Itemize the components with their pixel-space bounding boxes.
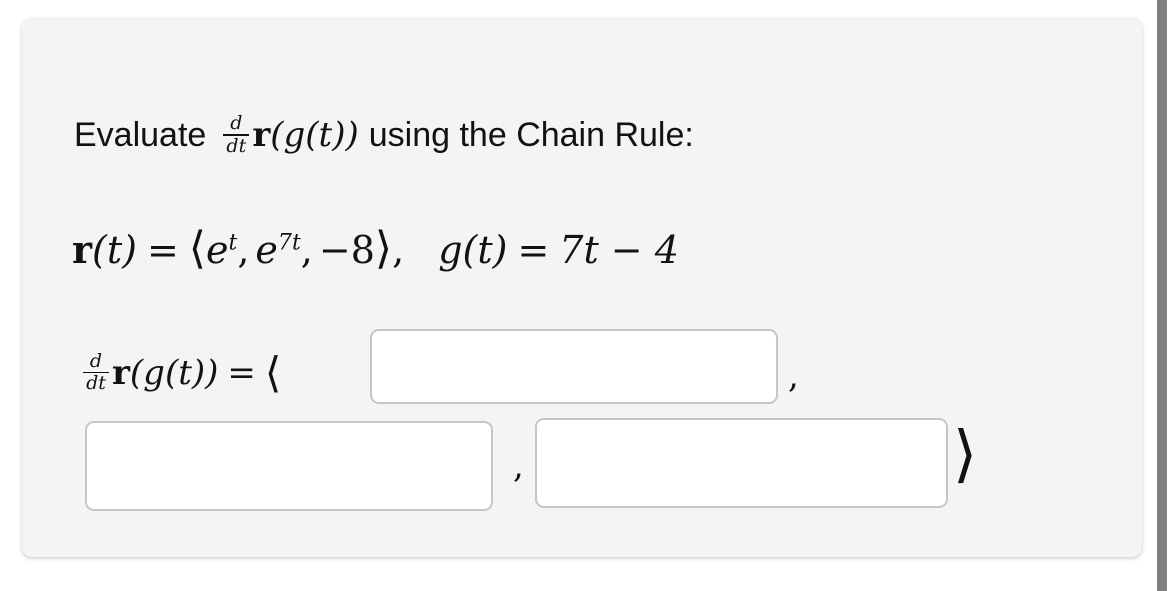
component-base: e [205,228,229,272]
vector-component-3: −8 [318,228,375,272]
vector-symbol-r: r [72,227,93,272]
derivative-operator-answer: d dt [83,349,109,395]
prompt-lead-word: Evaluate [74,115,207,154]
answer-expression: r(g(t)) [112,353,218,393]
definition-separator-comma: , [392,228,405,272]
answer-separator-comma-2: , [513,446,524,486]
vector-component-1: et [206,228,237,272]
prompt-operand-rest: (g(t)) [270,114,359,155]
answer-field-component-2[interactable] [85,421,493,511]
fraction-bar [223,134,250,136]
vector-symbol-r: r [112,352,130,393]
prompt-operand: r(g(t)) [252,118,358,152]
open-angle-bracket: ⟨ [188,223,206,274]
vector-symbol-r: r [252,114,271,155]
open-angle-bracket: ⟨ [264,348,282,397]
inner-function-name: g [438,228,463,272]
component-base: e [255,228,278,272]
close-angle-bracket: ⟩ [953,417,978,490]
definition-line: r(t) = ⟨ et, e7t, −8 ⟩, g(t) = 7t − 4 [72,223,679,274]
derivative-operator-prompt: d dt [223,112,250,157]
derivative-numerator: d [89,349,103,372]
equals-sign: = [227,352,256,393]
answer-field-component-3[interactable] [535,418,948,508]
problem-card: Evaluate d dt r(g(t)) using the Chain Ru… [22,18,1142,557]
prompt-line: Evaluate d dt r(g(t)) using the Chain Ru… [74,114,694,156]
vertical-scrollbar-track[interactable] [1154,0,1170,591]
vector-argument: (t) [92,228,137,272]
inner-function-argument: (t) [462,228,508,272]
answer-expression-rest: (g(t)) [129,352,219,393]
answer-line: d dt r(g(t)) = ⟨ [80,348,281,397]
prompt-trailing-text: using the Chain Rule: [368,115,694,154]
component-exponent: 7t [277,230,301,256]
inner-function-expression: 7t − 4 [559,228,679,272]
derivative-denominator: dt [86,372,106,395]
fraction-bar [83,371,109,374]
vector-component-2: e7t [255,228,300,272]
component-comma-2: , [300,228,313,272]
component-exponent: t [228,230,238,256]
inner-equals-sign: = [517,228,550,272]
answer-separator-comma-1: , [788,356,799,396]
component-comma-1: , [237,228,250,272]
answer-field-component-1[interactable] [370,329,778,404]
equals-sign: = [146,228,179,272]
derivative-numerator: d [230,112,243,134]
close-angle-bracket: ⟩ [374,223,393,274]
derivative-denominator: dt [226,134,247,157]
vertical-scrollbar-thumb[interactable] [1157,0,1167,591]
